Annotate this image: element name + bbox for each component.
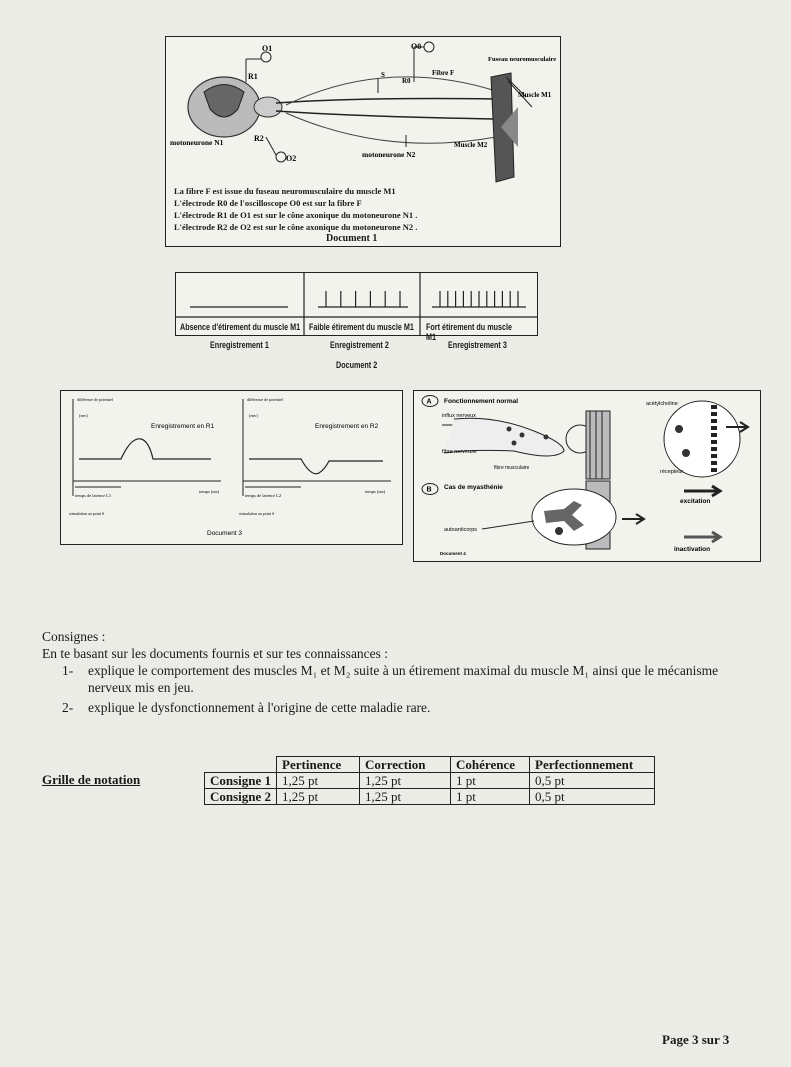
caption-line: L'électrode R1 de O1 est sur le cône axo…	[174, 210, 418, 220]
fibre-musculaire-label: fibre musculaire	[494, 465, 530, 471]
left-yaxis-label: différence de potentiel	[77, 397, 114, 402]
document-4-title: Document 4	[440, 551, 466, 556]
page-number: Page 3 sur 3	[662, 1032, 730, 1047]
column-header: Perfectionnement	[529, 756, 656, 773]
recording-label-3: Enregistrement 3	[448, 340, 507, 350]
label-motoneurone-n2: motoneurone N2	[362, 150, 416, 159]
document-2-title: Document 2	[336, 360, 378, 370]
right-stim: stimulation au point S	[239, 511, 274, 516]
column-header: Cohérence	[450, 756, 531, 773]
label-r1: R1	[248, 72, 258, 81]
autoanticorps-label: autoanticorps	[444, 527, 477, 533]
table-cell: 0,5 pt	[529, 772, 656, 789]
condition-2: Faible étirement du muscle M1	[309, 322, 414, 332]
column-header: Pertinence	[276, 756, 361, 773]
right-yaxis-label: différence de potentiel	[247, 397, 284, 402]
empty-corner	[205, 757, 277, 773]
recording-label-2: Enregistrement 2	[330, 340, 389, 350]
document-1-caption: La fibre F est issue du fuseau neuromusc…	[174, 185, 544, 233]
consigne-text: explique le comportement des muscles M₁ …	[88, 663, 719, 695]
label-o0: O0	[411, 42, 421, 51]
table-header-row: Pertinence Correction Cohérence Perfecti…	[205, 756, 656, 773]
label-motoneurone-n1: motoneurone N1	[170, 138, 224, 147]
trace-recording-3	[432, 291, 526, 308]
document-3: différence de potentiel (mv) Enregistrem…	[60, 390, 403, 545]
part-b-letter: B	[427, 487, 432, 494]
consigne-number: 2-	[62, 700, 74, 715]
caption-line: L'électrode R2 de O2 est sur le cône axo…	[174, 222, 418, 232]
label-s: S	[381, 71, 385, 79]
label-fuseau: Fuseau neuromusculaire	[488, 56, 556, 63]
consigne-item: 2- explique le dysfonctionnement à l'ori…	[62, 699, 762, 716]
label-fibre-f: Fibre F	[432, 69, 454, 77]
acetylcholine-label: acétylcholine	[646, 401, 678, 407]
influx-label: influx nerveux	[442, 413, 476, 419]
document-1: O1 R1 O0 S R0 Fibre F Fuseau neuromuscul…	[165, 36, 561, 247]
latency-recordings: différence de potentiel (mv) Enregistrem…	[69, 397, 391, 537]
label-muscle-m2: Muscle M2	[454, 141, 488, 149]
table-cell: 1 pt	[450, 788, 531, 805]
right-xaxis-label: temps (ms)	[365, 489, 386, 494]
table-cell: 1,25 pt	[359, 772, 452, 789]
table-row: Consigne 2 1,25 pt 1,25 pt 1 pt 0,5 pt	[203, 788, 656, 805]
inactivation-label: inactivation	[674, 546, 710, 553]
table-cell: 0,5 pt	[529, 788, 656, 805]
label-o1: O1	[262, 44, 272, 53]
document-1-title: Document 1	[326, 233, 378, 244]
label-muscle-m1: Muscle M1	[518, 91, 552, 99]
right-title: Enregistrement en R2	[315, 423, 379, 430]
condition-1: Absence d'étirement du muscle M1	[180, 322, 301, 332]
table-cell: 1,25 pt	[276, 788, 361, 805]
trace-recording-2	[318, 291, 408, 308]
condition-3: Fort étirement du muscle M1	[426, 322, 513, 342]
recordings-traces	[176, 273, 537, 335]
reflex-arc-diagram: O1 R1 O0 S R0 Fibre F Fuseau neuromuscul…	[170, 41, 556, 183]
table-cell: 1 pt	[450, 772, 531, 789]
document-3-title: Document 3	[207, 530, 242, 537]
table-row: Consigne 1 1,25 pt 1,25 pt 1 pt 0,5 pt	[203, 772, 656, 789]
column-header: Correction	[359, 756, 452, 773]
table-cell: 1,25 pt	[276, 772, 361, 789]
part-b-title: Cas de myasthénie	[444, 484, 503, 491]
part-a-letter: A	[427, 399, 432, 406]
left-stim: stimulation au point S	[69, 511, 104, 516]
left-title: Enregistrement en R1	[151, 423, 215, 430]
right-latency: temps de latence L2	[245, 493, 281, 498]
consigne-text: explique le dysfonctionnement à l'origin…	[88, 700, 431, 715]
recordings-panel: Absence d'étirement du muscle M1 Faible …	[175, 272, 538, 342]
consignes: Consignes : En te basant sur les documen…	[42, 628, 762, 716]
left-latency: temps de latence L1	[75, 493, 111, 498]
consignes-intro: En te basant sur les documents fournis e…	[42, 646, 389, 661]
row-header: Consigne 2	[203, 788, 278, 805]
left-xaxis-label: temps (ms)	[199, 489, 220, 494]
consigne-number: 1-	[62, 663, 74, 678]
grille-table: Pertinence Correction Cohérence Perfecti…	[203, 756, 656, 805]
label-r0: R0	[402, 77, 411, 85]
left-unit: (mv)	[79, 413, 88, 418]
consigne-item: 1- explique le comportement des muscles …	[62, 662, 762, 696]
row-header: Consigne 1	[203, 772, 278, 789]
caption-line: L'électrode R0 de l'oscilloscope O0 est …	[174, 198, 362, 208]
label-o2: O2	[286, 154, 296, 163]
excitation-label: excitation	[680, 498, 710, 505]
table-cell: 1,25 pt	[359, 788, 452, 805]
right-unit: (mv)	[249, 413, 258, 418]
myasthenia-diagram: A Fonctionnement normal acétylcholine in…	[421, 395, 750, 556]
fibre-nerveuse-label: fibre nerveuse	[442, 449, 477, 455]
grille-label: Grille de notation	[42, 772, 141, 787]
part-a-title: Fonctionnement normal	[444, 398, 518, 405]
consignes-title: Consignes :	[42, 629, 106, 644]
document-4: A Fonctionnement normal acétylcholine in…	[413, 390, 761, 562]
caption-line: La fibre F est issue du fuseau neuromusc…	[174, 186, 396, 196]
label-r2: R2	[254, 134, 264, 143]
recepteur-label: récepteur	[660, 469, 683, 475]
recording-label-1: Enregistrement 1	[210, 340, 269, 350]
